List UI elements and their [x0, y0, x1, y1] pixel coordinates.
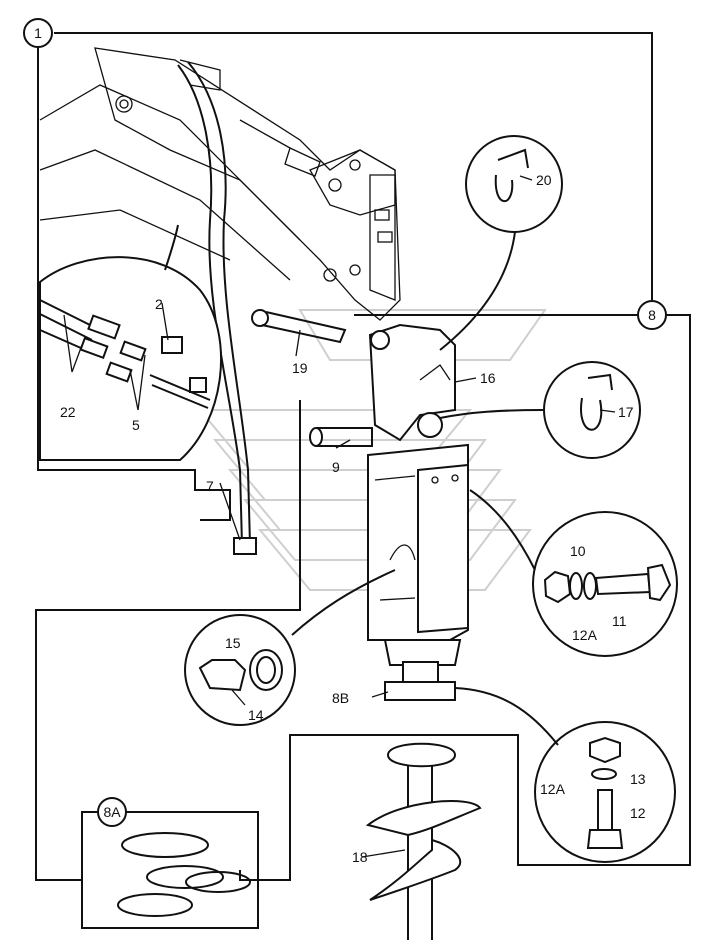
callout-8a-text: 8A — [103, 804, 121, 820]
backhoe-boom — [39, 47, 401, 321]
label-19: 19 — [292, 360, 308, 376]
label-12a-top: 12A — [572, 627, 598, 643]
pin-19 — [251, 309, 347, 344]
leader-14 — [291, 569, 396, 636]
detail-circle-14-15 — [184, 614, 296, 726]
pin-9 — [309, 427, 373, 447]
leader-fittings — [164, 224, 179, 271]
leader-17 — [439, 409, 545, 419]
fittings-detail-circle — [39, 256, 223, 461]
section-8a-box — [81, 811, 259, 929]
auger-drive-unit — [367, 443, 469, 701]
rings-8a — [117, 832, 251, 917]
label-12a-bottom: 12A — [540, 781, 566, 797]
label-18: 18 — [352, 849, 368, 865]
label-9: 9 — [332, 459, 340, 475]
leader-12-13 — [454, 687, 559, 746]
section-8-left-edge — [35, 400, 301, 881]
label-20: 20 — [536, 172, 552, 188]
label-5: 5 — [132, 417, 140, 433]
section-8-frame — [239, 314, 691, 881]
callout-1: 1 — [23, 18, 53, 48]
section-1-top-edge — [54, 32, 653, 300]
hydraulic-hoses — [177, 61, 257, 555]
label-leaders — [63, 175, 616, 858]
label-17: 17 — [618, 404, 634, 420]
label-15: 15 — [225, 635, 241, 651]
leader-11 — [469, 489, 536, 571]
label-14: 14 — [248, 707, 264, 723]
leader-20 — [439, 231, 516, 351]
label-10: 10 — [570, 543, 586, 559]
section-1-frame — [37, 46, 231, 521]
callout-8: 8 — [637, 300, 667, 330]
callout-1-text: 1 — [34, 25, 42, 41]
label-8b: 8B — [332, 690, 349, 706]
coupler-16 — [368, 323, 456, 442]
label-2: 2 — [155, 296, 163, 312]
callout-8-text: 8 — [648, 307, 656, 323]
callout-8a: 8A — [97, 797, 127, 827]
label-22: 22 — [60, 404, 76, 420]
detail-circle-10-11-12a — [532, 511, 678, 657]
label-13: 13 — [630, 771, 646, 787]
label-16: 16 — [480, 370, 496, 386]
label-12: 12 — [630, 805, 646, 821]
label-11: 11 — [612, 613, 627, 629]
detail-circle-12-13 — [534, 721, 676, 863]
auger-flight-18 — [365, 742, 482, 940]
label-7: 7 — [206, 478, 214, 494]
